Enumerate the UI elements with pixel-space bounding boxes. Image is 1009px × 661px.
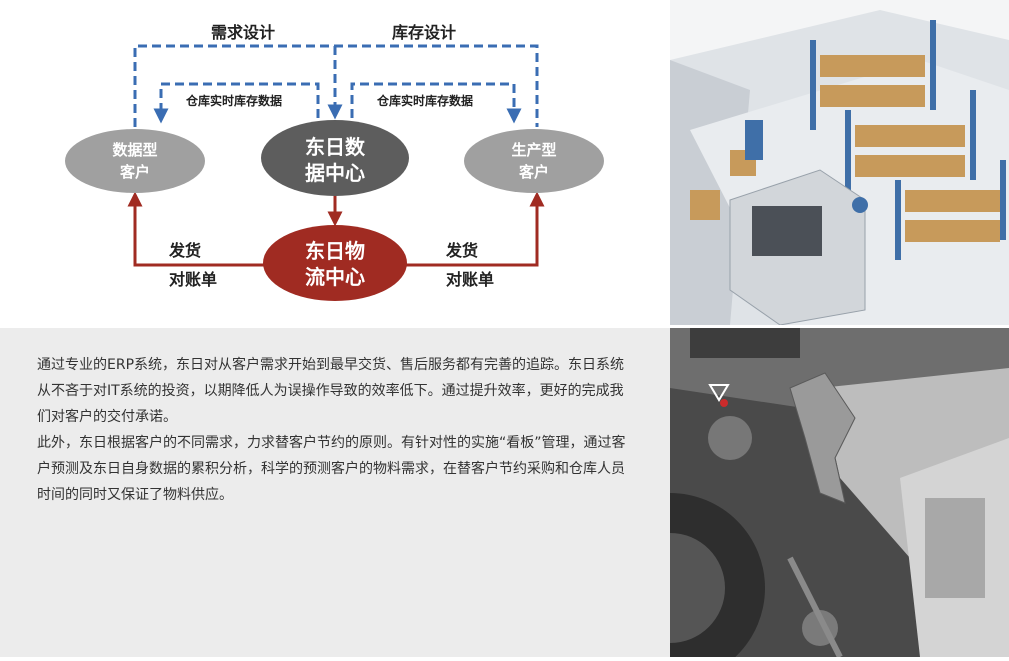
node-production-customer: 生产型 客户 xyxy=(464,129,604,193)
supply-chain-diagram: 需求设计 库存设计 仓库实时库存数据 仓库实时库存数据 发货 对账单 发货 对账… xyxy=(0,0,670,325)
outer-dashed-loop xyxy=(133,44,539,127)
svg-text:生产型: 生产型 xyxy=(511,141,556,159)
svg-text:东日数: 东日数 xyxy=(305,135,366,159)
diagram-canvas: 需求设计 库存设计 仓库实时库存数据 仓库实时库存数据 发货 对账单 发货 对账… xyxy=(65,23,604,301)
label-demand-design: 需求设计 xyxy=(211,23,275,42)
node-data-customer: 数据型 客户 xyxy=(65,129,205,193)
logistics-to-production-customer-arrow xyxy=(405,191,545,267)
description-panel: 通过专业的ERP系统，东日对从客户需求开始到最早交货、售后服务都有完善的追踪。东… xyxy=(0,328,670,657)
svg-text:流中心: 流中心 xyxy=(305,265,365,289)
warehouse-image xyxy=(670,0,1009,326)
node-logistics-center: 东日物 流中心 xyxy=(263,225,407,301)
label-inventory-data-left: 仓库实时库存数据 xyxy=(185,93,282,108)
machine-closeup-photo xyxy=(575,328,1009,661)
label-ship-left: 发货 xyxy=(168,241,201,260)
logistics-to-data-customer-arrow xyxy=(127,191,264,267)
svg-text:客户: 客户 xyxy=(119,163,150,181)
svg-text:据中心: 据中心 xyxy=(305,161,365,185)
label-inventory-design: 库存设计 xyxy=(392,23,456,42)
outer-loop-line xyxy=(133,44,539,127)
label-statement-left: 对账单 xyxy=(169,270,217,289)
svg-text:客户: 客户 xyxy=(518,163,549,181)
machine-image xyxy=(575,328,1009,661)
inner-dashed-loops xyxy=(153,82,522,124)
node-data-center: 东日数 据中心 xyxy=(261,120,409,196)
svg-text:数据型: 数据型 xyxy=(112,141,157,159)
description-paragraph-2: 此外，东日根据客户的不同需求，力求替客户节约的原则。有针对性的实施“看板”管理，… xyxy=(37,435,626,503)
label-ship-right: 发货 xyxy=(445,241,478,260)
inner-loop-right xyxy=(350,82,522,124)
warehouse-illustration xyxy=(670,0,1009,326)
description-paragraph-1: 通过专业的ERP系统，东日对从客户需求开始到最早交货、售后服务都有完善的追踪。东… xyxy=(37,357,625,425)
svg-text:东日物: 东日物 xyxy=(305,239,365,263)
label-inventory-data-right: 仓库实时库存数据 xyxy=(376,93,473,108)
inner-loop-left xyxy=(153,82,320,124)
label-statement-right: 对账单 xyxy=(446,270,494,289)
